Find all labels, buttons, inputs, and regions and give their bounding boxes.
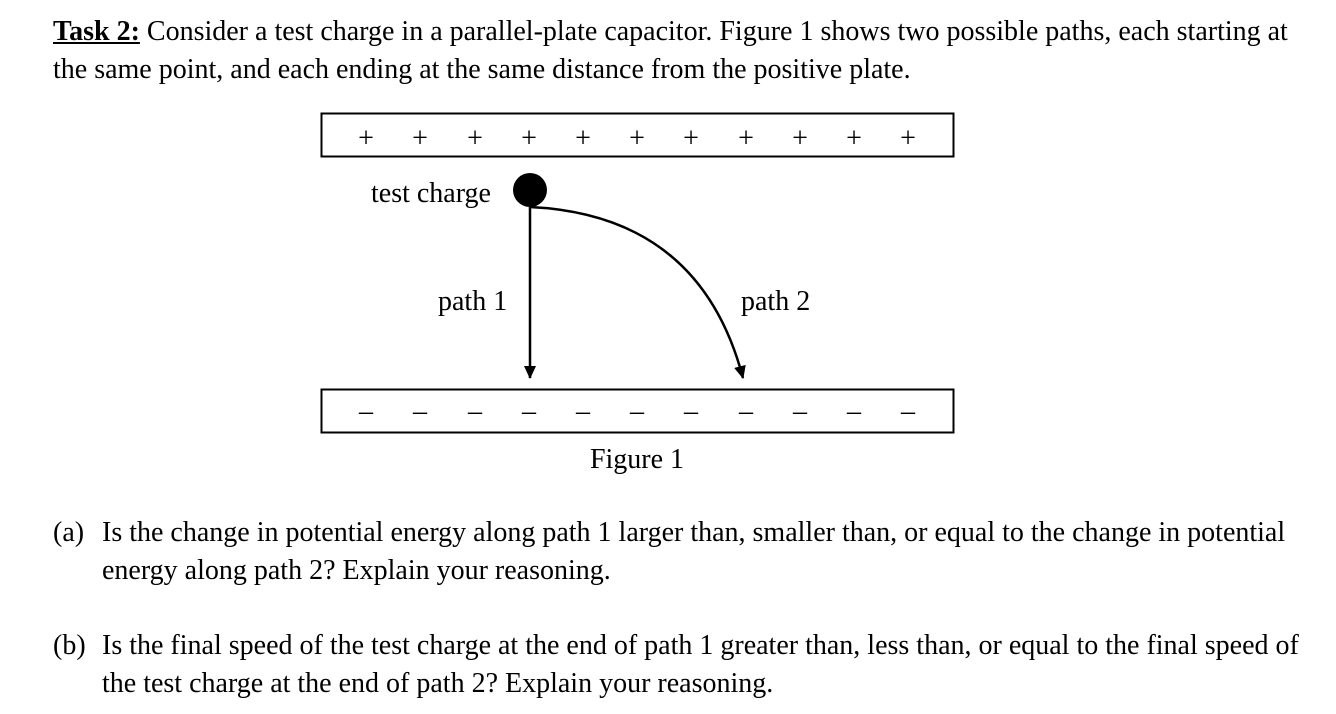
negative-plate-symbols: – – – – – – – – – – – <box>358 396 916 427</box>
test-charge-label: test charge <box>371 178 491 209</box>
plus-sign: + <box>521 123 537 154</box>
minus-sign: – <box>683 396 699 427</box>
minus-sign: – <box>629 396 645 427</box>
question-a-text: Is the change in potential energy along … <box>102 517 1286 586</box>
question-a: (a) Is the change in potential energy al… <box>53 514 1313 590</box>
test-charge <box>513 173 547 207</box>
minus-sign: – <box>738 396 754 427</box>
plus-sign: + <box>467 123 483 154</box>
path-2-label: path 2 <box>741 286 810 317</box>
question-b-label: (b) <box>53 630 86 661</box>
plus-sign: + <box>629 123 645 154</box>
positive-plate-symbols: + + + + + + + + + + + <box>358 123 916 154</box>
plus-sign: + <box>900 123 916 154</box>
plus-sign: + <box>738 123 754 154</box>
negative-plate <box>320 388 955 434</box>
question-a-label: (a) <box>53 517 85 548</box>
minus-sign: – <box>467 396 483 427</box>
minus-sign: – <box>521 396 537 427</box>
minus-sign: – <box>900 396 916 427</box>
path-2-arrow <box>529 205 746 379</box>
plus-sign: + <box>792 123 808 154</box>
plus-sign: + <box>575 123 591 154</box>
plus-sign: + <box>412 123 428 154</box>
task-intro: Task 2: Consider a test charge in a para… <box>53 13 1313 89</box>
path-1-label: path 1 <box>438 286 507 317</box>
task-text: Consider a test charge in a parallel-pla… <box>53 16 1288 85</box>
minus-sign: – <box>846 396 862 427</box>
question-b-text: Is the final speed of the test charge at… <box>102 630 1299 699</box>
task-label: Task 2: <box>53 16 140 47</box>
minus-sign: – <box>575 396 591 427</box>
minus-sign: – <box>792 396 808 427</box>
minus-sign: – <box>358 396 374 427</box>
question-b: (b) Is the final speed of the test charg… <box>53 627 1313 703</box>
plus-sign: + <box>358 123 374 154</box>
positive-plate <box>320 112 955 158</box>
plus-sign: + <box>683 123 699 154</box>
figure-caption: Figure 1 <box>590 444 684 475</box>
minus-sign: – <box>412 396 428 427</box>
plus-sign: + <box>846 123 862 154</box>
